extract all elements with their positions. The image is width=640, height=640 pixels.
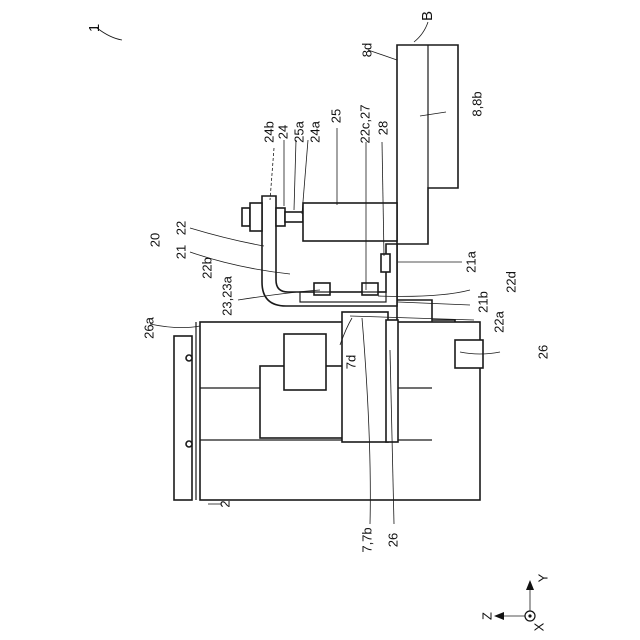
label-25: 25 [328, 109, 343, 123]
label-7-7b: 7,7b [359, 527, 374, 552]
axis-label-x: X [531, 622, 546, 631]
label-20: 20 [147, 233, 162, 247]
label-23-23a: 23,23a [219, 275, 234, 316]
label-22a: 22a [491, 310, 506, 332]
z-arrow-icon [494, 612, 504, 620]
lower-assembly [174, 312, 483, 500]
y-arrow-icon [526, 580, 534, 590]
axis-triad: Y Z X [479, 573, 550, 631]
label-22d: 22d [503, 271, 518, 293]
label-25a: 25a [291, 120, 306, 142]
label-22: 22 [173, 221, 188, 235]
label-21b: 21b [475, 291, 490, 313]
label-28: 28 [375, 121, 390, 135]
label-26a: 26a [141, 316, 156, 338]
label-8d: 8d [359, 43, 374, 57]
label-21a: 21a [463, 250, 478, 272]
label-2: 2 [217, 500, 232, 507]
label-24a: 24a [307, 120, 322, 142]
axis-label-z: Z [479, 612, 494, 620]
label-22c-27: 22c,27 [357, 104, 372, 143]
label-1: 1 [86, 24, 103, 32]
label-22b: 22b [199, 257, 214, 279]
label-26-right: 26 [535, 345, 550, 359]
label-26-bottom: 26 [385, 533, 400, 547]
label-7d: 7d [343, 355, 358, 369]
label-21: 21 [173, 245, 188, 259]
axis-label-y: Y [535, 573, 550, 582]
label-24b: 24b [261, 121, 276, 143]
label-b: B [419, 11, 436, 21]
label-24: 24 [275, 125, 290, 139]
label-8-8b: 8,8b [469, 91, 484, 116]
